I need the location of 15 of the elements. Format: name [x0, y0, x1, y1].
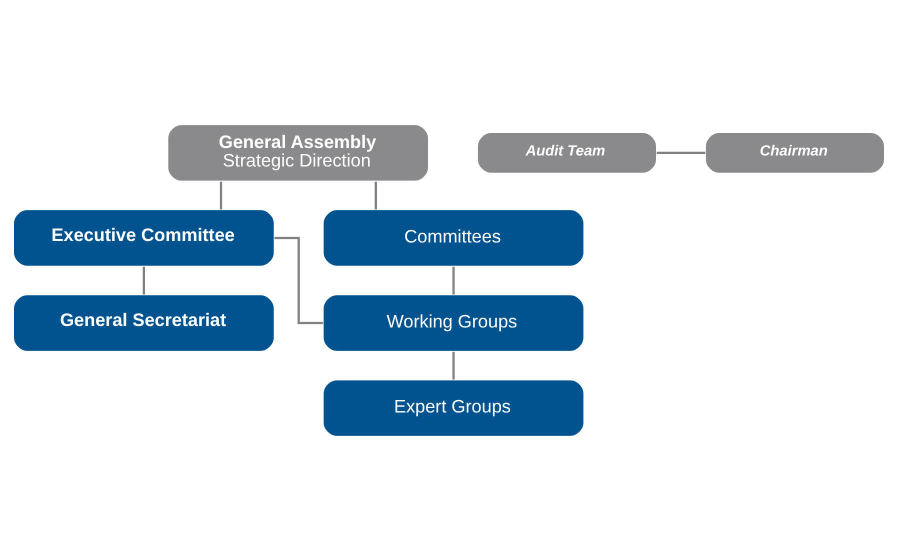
node-box: Working Groups [322, 294, 585, 352]
connector [374, 181, 377, 209]
node-box: General Secretariat [12, 294, 275, 352]
connector [220, 181, 222, 209]
connector [656, 151, 706, 154]
connector [142, 266, 146, 294]
node-box: Executive Committee [12, 208, 275, 266]
connector [452, 266, 455, 294]
connector [452, 351, 455, 380]
node-box: Committees [322, 208, 585, 266]
node-box: Expert Groups [322, 378, 585, 437]
node-box: Chairman [704, 131, 886, 174]
node-box: General Assembly Strategic Direction [167, 123, 430, 182]
connector [274, 236, 323, 324]
node-box: Audit Team [476, 131, 658, 174]
